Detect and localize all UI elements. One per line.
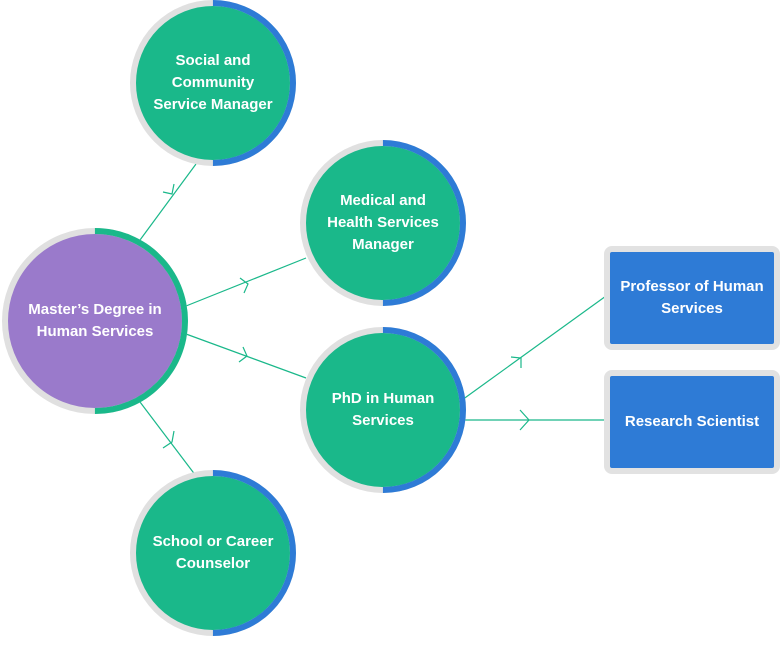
- arrowhead-root-school: [162, 430, 175, 449]
- node-medical-label: Medical and Health Services Manager: [327, 192, 439, 253]
- node-phd-human-services: PhD in Human Services: [300, 327, 466, 493]
- connector-root-school: [139, 401, 197, 477]
- arrowhead-root-phd: [238, 346, 248, 363]
- connector-layer: [139, 163, 607, 477]
- node-school-label: School or Career Counselor: [152, 533, 274, 572]
- root-node-label: Master’s Degree in Human Services: [28, 301, 162, 340]
- node-research-label: Research Scientist: [624, 413, 760, 430]
- connector-root-social: [139, 163, 197, 241]
- arrowhead-phd-research: [519, 409, 530, 431]
- node-school-career-counselor: School or Career Counselor: [130, 470, 296, 636]
- node-medical-health-manager: Medical and Health Services Manager: [300, 140, 466, 306]
- arrowhead-phd-professor: [510, 356, 522, 368]
- arrowhead-root-medical: [239, 277, 249, 294]
- node-research-scientist: Research Scientist: [604, 370, 780, 474]
- connector-phd-professor: [461, 295, 607, 401]
- arrowhead-root-social: [162, 183, 175, 195]
- node-professor-label: Professor of Human Services: [620, 278, 764, 317]
- node-social-community-manager: Social and Community Service Manager: [130, 0, 296, 166]
- node-social-label: Social and Community Service Manager: [153, 52, 273, 113]
- node-professor-human-services: Professor of Human Services: [604, 246, 780, 350]
- node-phd-label: PhD in Human Services: [331, 390, 435, 429]
- root-node-masters-degree: Master’s Degree in Human Services: [2, 228, 188, 414]
